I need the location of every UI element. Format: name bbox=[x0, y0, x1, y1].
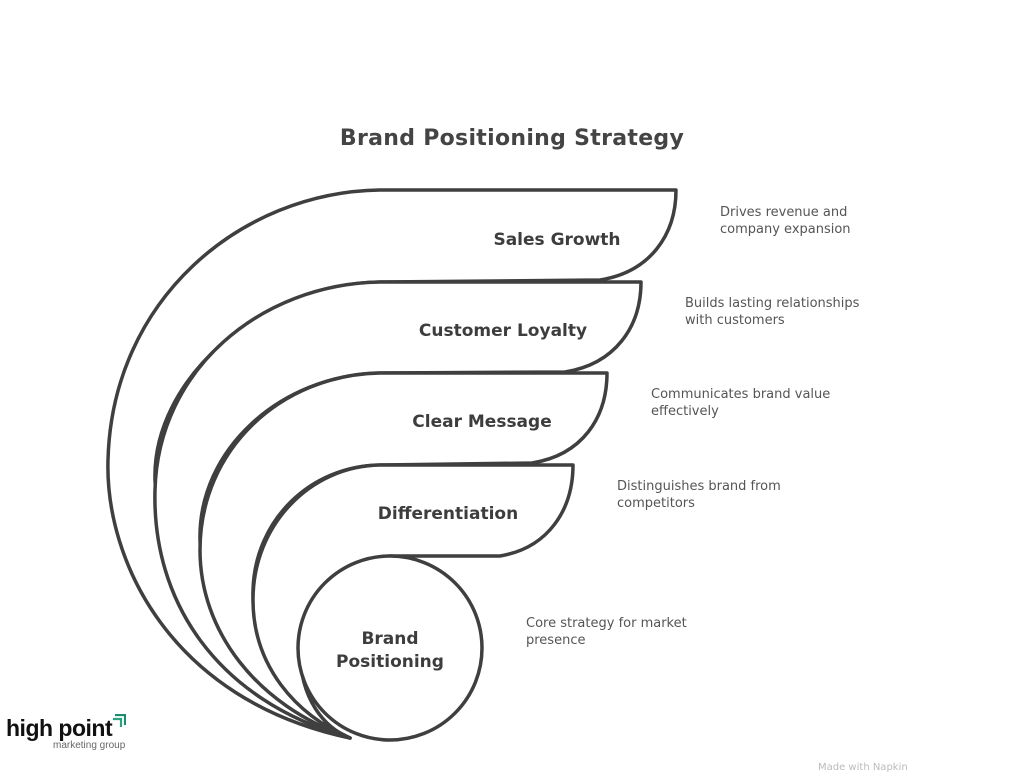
description-clear-message: Communicates brand value effectively bbox=[651, 386, 830, 420]
description-line: Communicates brand value bbox=[651, 387, 831, 402]
description-line: company expansion bbox=[720, 222, 851, 237]
description-line: Drives revenue and bbox=[720, 205, 848, 220]
diagram-title: Brand Positioning Strategy bbox=[339, 126, 685, 151]
core-circle bbox=[296, 554, 484, 742]
layer-label-sales-growth: Sales Growth bbox=[493, 230, 620, 250]
description-brand-positioning: Core strategy for market presence bbox=[526, 615, 687, 649]
description-sales-growth: Drives revenue and company expansion bbox=[720, 204, 851, 238]
logo-name: high point bbox=[6, 715, 113, 741]
description-line: with customers bbox=[685, 313, 785, 328]
description-line: presence bbox=[526, 633, 586, 648]
logo-arrows-icon bbox=[113, 714, 126, 727]
company-logo: high point marketing group bbox=[6, 714, 126, 752]
description-line: Core strategy for market bbox=[526, 616, 687, 631]
description-customer-loyalty: Builds lasting relationships with custom… bbox=[685, 295, 859, 329]
logo-tagline: marketing group bbox=[53, 740, 126, 751]
description-line: effectively bbox=[651, 404, 719, 419]
core-label-line-2: Positioning bbox=[336, 652, 444, 672]
layer-label-differentiation: Differentiation bbox=[378, 504, 518, 524]
description-line: competitors bbox=[617, 496, 695, 511]
description-line: Builds lasting relationships bbox=[685, 296, 860, 311]
layer-label-clear-message: Clear Message bbox=[412, 412, 551, 432]
core-label-line-1: Brand bbox=[361, 629, 418, 649]
description-line: Distinguishes brand from bbox=[617, 479, 781, 494]
layer-label-customer-loyalty: Customer Loyalty bbox=[419, 321, 587, 341]
description-differentiation: Distinguishes brand from competitors bbox=[617, 478, 781, 512]
